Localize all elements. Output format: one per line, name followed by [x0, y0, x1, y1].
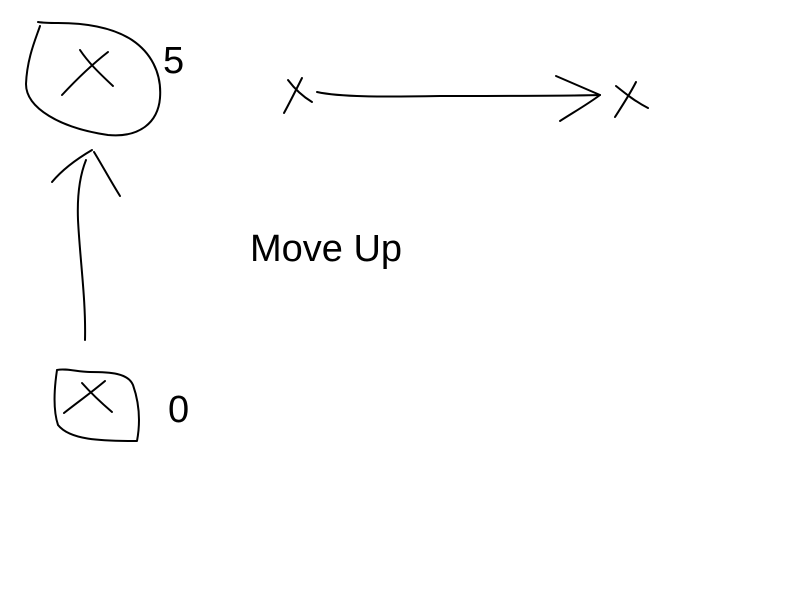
bottom-node-value: 0 [168, 389, 190, 431]
top-node [25, 21, 162, 137]
top-node-circle [25, 21, 162, 137]
up-arrow-head-left [51, 149, 93, 183]
up-arrow-head-right [93, 151, 121, 197]
x-mark-icon [614, 81, 649, 118]
x-mark-icon [61, 49, 114, 96]
x-mark-icon [283, 77, 313, 114]
caption: Move Up [250, 228, 403, 270]
right-arrow-head-bottom [559, 94, 601, 122]
right-arrow-shaft [316, 91, 601, 98]
x-mark-icon [63, 380, 113, 414]
right-arrow-head-top [555, 75, 601, 96]
bottom-node-box [53, 368, 140, 442]
up-arrow-shaft [76, 159, 87, 341]
horizontal-transition [283, 75, 649, 122]
top-node-value: 5 [163, 40, 185, 82]
bottom-node [53, 368, 140, 442]
up-arrow [51, 149, 121, 341]
